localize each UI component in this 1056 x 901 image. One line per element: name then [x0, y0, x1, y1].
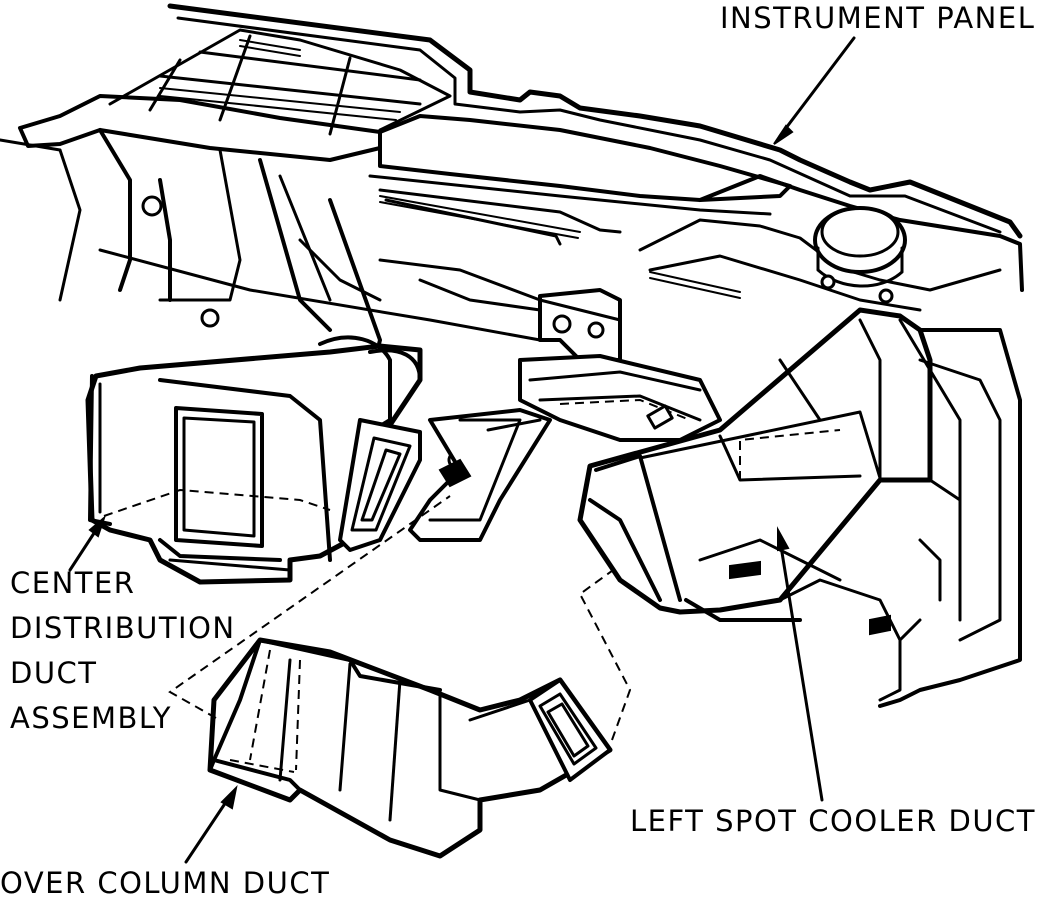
- center-distribution-duct-label-line3: DUCT: [10, 656, 98, 690]
- instrument-panel-drawing: [0, 3, 1024, 469]
- leader-lines: [68, 36, 856, 864]
- center-distribution-duct-label-line2: DISTRIBUTION: [10, 611, 236, 645]
- center-distribution-duct-label-line1: CENTER: [10, 566, 136, 600]
- center-distribution-duct-label-line4: ASSEMBLY: [10, 701, 172, 735]
- instrument-panel-label: INSTRUMENT PANEL: [720, 1, 1036, 35]
- over-column-duct-label: OVER COLUMN DUCT: [0, 866, 331, 900]
- center-distribution-duct-drawing: [85, 335, 722, 585]
- left-spot-cooler-duct-drawing: [577, 307, 1022, 708]
- over-column-duct-drawing: [207, 637, 613, 859]
- left-spot-cooler-duct-label: LEFT SPOT COOLER DUCT: [630, 804, 1037, 838]
